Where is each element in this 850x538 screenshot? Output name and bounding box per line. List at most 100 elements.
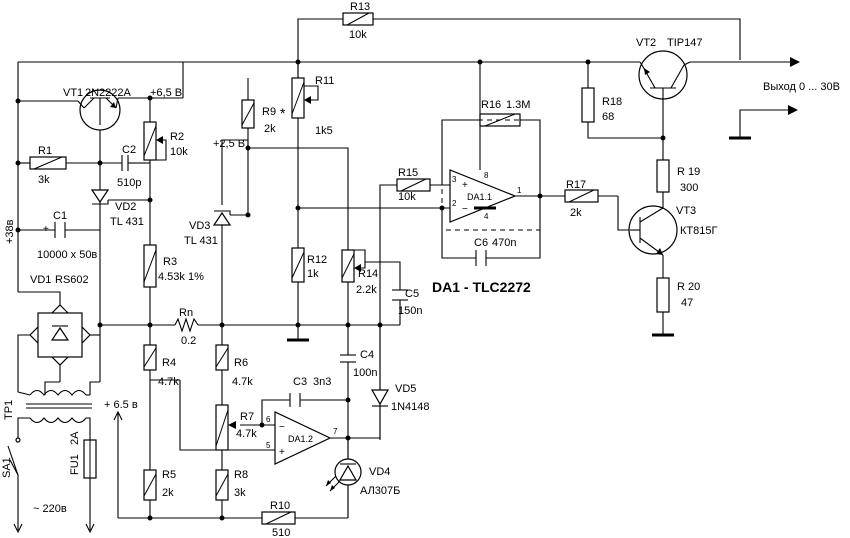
capacitor-c4 bbox=[340, 354, 356, 372]
capacitor-c3 bbox=[289, 393, 301, 407]
r17-label: R17 bbox=[566, 179, 586, 191]
r20-label: R 20 bbox=[677, 281, 700, 293]
rn-label: Rn bbox=[179, 307, 193, 319]
vd3-type: TL 431 bbox=[184, 235, 218, 247]
r19-value: 300 bbox=[680, 182, 698, 194]
c2-label: C2 bbox=[122, 144, 136, 156]
c5-label: C5 bbox=[405, 288, 419, 300]
diode-vd5 bbox=[370, 389, 390, 438]
da11-pin1: 1 bbox=[517, 186, 522, 195]
r14-label: R14 bbox=[358, 268, 378, 280]
vd5-label: VD5 bbox=[395, 383, 416, 395]
c3-value: 3n3 bbox=[313, 376, 331, 388]
transistor-vt3 bbox=[628, 205, 678, 256]
c3-label: C3 bbox=[293, 376, 307, 388]
da11-pin2: 2 bbox=[452, 199, 457, 208]
da12-pin5: 5 bbox=[266, 441, 271, 450]
vd1-label: VD1 bbox=[30, 274, 51, 286]
r16-value: 1.3M bbox=[506, 99, 530, 111]
da1-1-dashed-box bbox=[441, 119, 541, 231]
da11-pin3: 3 bbox=[452, 175, 457, 184]
c2-value: 510p bbox=[117, 177, 141, 189]
r3-label: R3 bbox=[163, 256, 177, 268]
vt3-label: VT3 bbox=[676, 205, 696, 217]
c6-label: C6 bbox=[474, 237, 488, 249]
capacitor-c5 bbox=[392, 289, 408, 301]
vd1-type: RS602 bbox=[55, 274, 89, 286]
da12-plus: + bbox=[279, 447, 285, 458]
r6-label: R6 bbox=[234, 357, 248, 369]
r8-value: 3k bbox=[234, 487, 246, 499]
junction-dots bbox=[15, 59, 666, 521]
r20-value: 47 bbox=[681, 297, 693, 309]
r14-value: 2.2k bbox=[356, 284, 377, 296]
resistor-r9 bbox=[241, 99, 255, 129]
vt1-type: 2N2222A bbox=[85, 87, 132, 99]
resistor-r6 bbox=[215, 344, 229, 371]
transistor-vt2 bbox=[638, 50, 691, 105]
r11-value: 1k5 bbox=[315, 125, 333, 137]
r19-label: R 19 bbox=[677, 166, 700, 178]
da11-label: DA1.1 bbox=[467, 192, 492, 202]
r1-value: 3k bbox=[38, 174, 50, 186]
resistor-r3 bbox=[143, 244, 157, 288]
resistor-rn bbox=[174, 317, 199, 333]
r17-value: 2k bbox=[570, 207, 582, 219]
opamp-da1-2 bbox=[274, 411, 332, 465]
resistor-r14 bbox=[341, 249, 361, 283]
resistor-r1 bbox=[29, 156, 67, 170]
r13-value: 10k bbox=[349, 29, 367, 41]
c1-plus: + bbox=[43, 224, 49, 235]
capacitor-c2 bbox=[121, 155, 141, 171]
resistor-r12 bbox=[291, 247, 305, 283]
r10-value: 510 bbox=[272, 527, 290, 538]
r8-label: R8 bbox=[234, 469, 248, 481]
switch-sa1 bbox=[7, 437, 21, 476]
resistor-r8 bbox=[215, 469, 229, 501]
resistor-r11 bbox=[291, 77, 311, 119]
fuse-fu1 bbox=[83, 439, 97, 479]
c1-label: C1 bbox=[53, 210, 67, 222]
resistor-r17 bbox=[564, 189, 599, 203]
r2-label: R2 bbox=[170, 131, 184, 143]
tr1-label: TP1 bbox=[3, 400, 15, 420]
da12-minus: − bbox=[279, 422, 285, 433]
r12-label: R12 bbox=[307, 254, 327, 266]
r2-value: 10k bbox=[170, 146, 188, 158]
zener-vd3 bbox=[212, 210, 232, 226]
fu1-label: FU1 bbox=[69, 454, 81, 475]
v25-label: +2,5 В bbox=[213, 138, 245, 150]
vd5-type: 1N4148 bbox=[391, 401, 430, 413]
da11-pin4: 4 bbox=[484, 212, 489, 221]
vd4-type: АЛ307Б bbox=[360, 485, 400, 497]
c6-value: 470n bbox=[492, 237, 516, 249]
r6-value: 4.7k bbox=[232, 376, 253, 388]
output-terminals bbox=[788, 57, 800, 115]
v65b-label: + 6.5 в bbox=[104, 399, 138, 411]
c4-label: C4 bbox=[360, 349, 374, 361]
r7-label: R7 bbox=[240, 411, 254, 423]
resistor-r2 bbox=[143, 121, 163, 161]
r15-label: R15 bbox=[398, 167, 418, 179]
r13-label: R13 bbox=[350, 1, 370, 13]
r5-value: 2k bbox=[162, 487, 174, 499]
r1-label: R1 bbox=[38, 145, 52, 157]
resistor-r13 bbox=[342, 12, 374, 26]
da11-pin8: 8 bbox=[484, 171, 489, 180]
resistor-r7 bbox=[215, 404, 236, 451]
bridge-vd1 bbox=[29, 304, 91, 366]
da1-title: DA1 - TLC2272 bbox=[432, 279, 531, 295]
output-label: Выход 0 ... 30В bbox=[763, 81, 840, 93]
r18-value: 68 bbox=[602, 111, 614, 123]
vd2-type: TL 431 bbox=[110, 216, 144, 228]
r10-label: R10 bbox=[270, 500, 290, 512]
v38-label: +38в bbox=[4, 219, 16, 244]
c4-value: 100n bbox=[353, 367, 377, 379]
resistor-r10 bbox=[261, 511, 296, 525]
resistor-r4 bbox=[143, 344, 157, 371]
ground-symbols bbox=[287, 136, 751, 342]
r5-label: R5 bbox=[162, 469, 176, 481]
resistor-r5 bbox=[143, 469, 157, 501]
resistor-r19 bbox=[656, 159, 670, 193]
